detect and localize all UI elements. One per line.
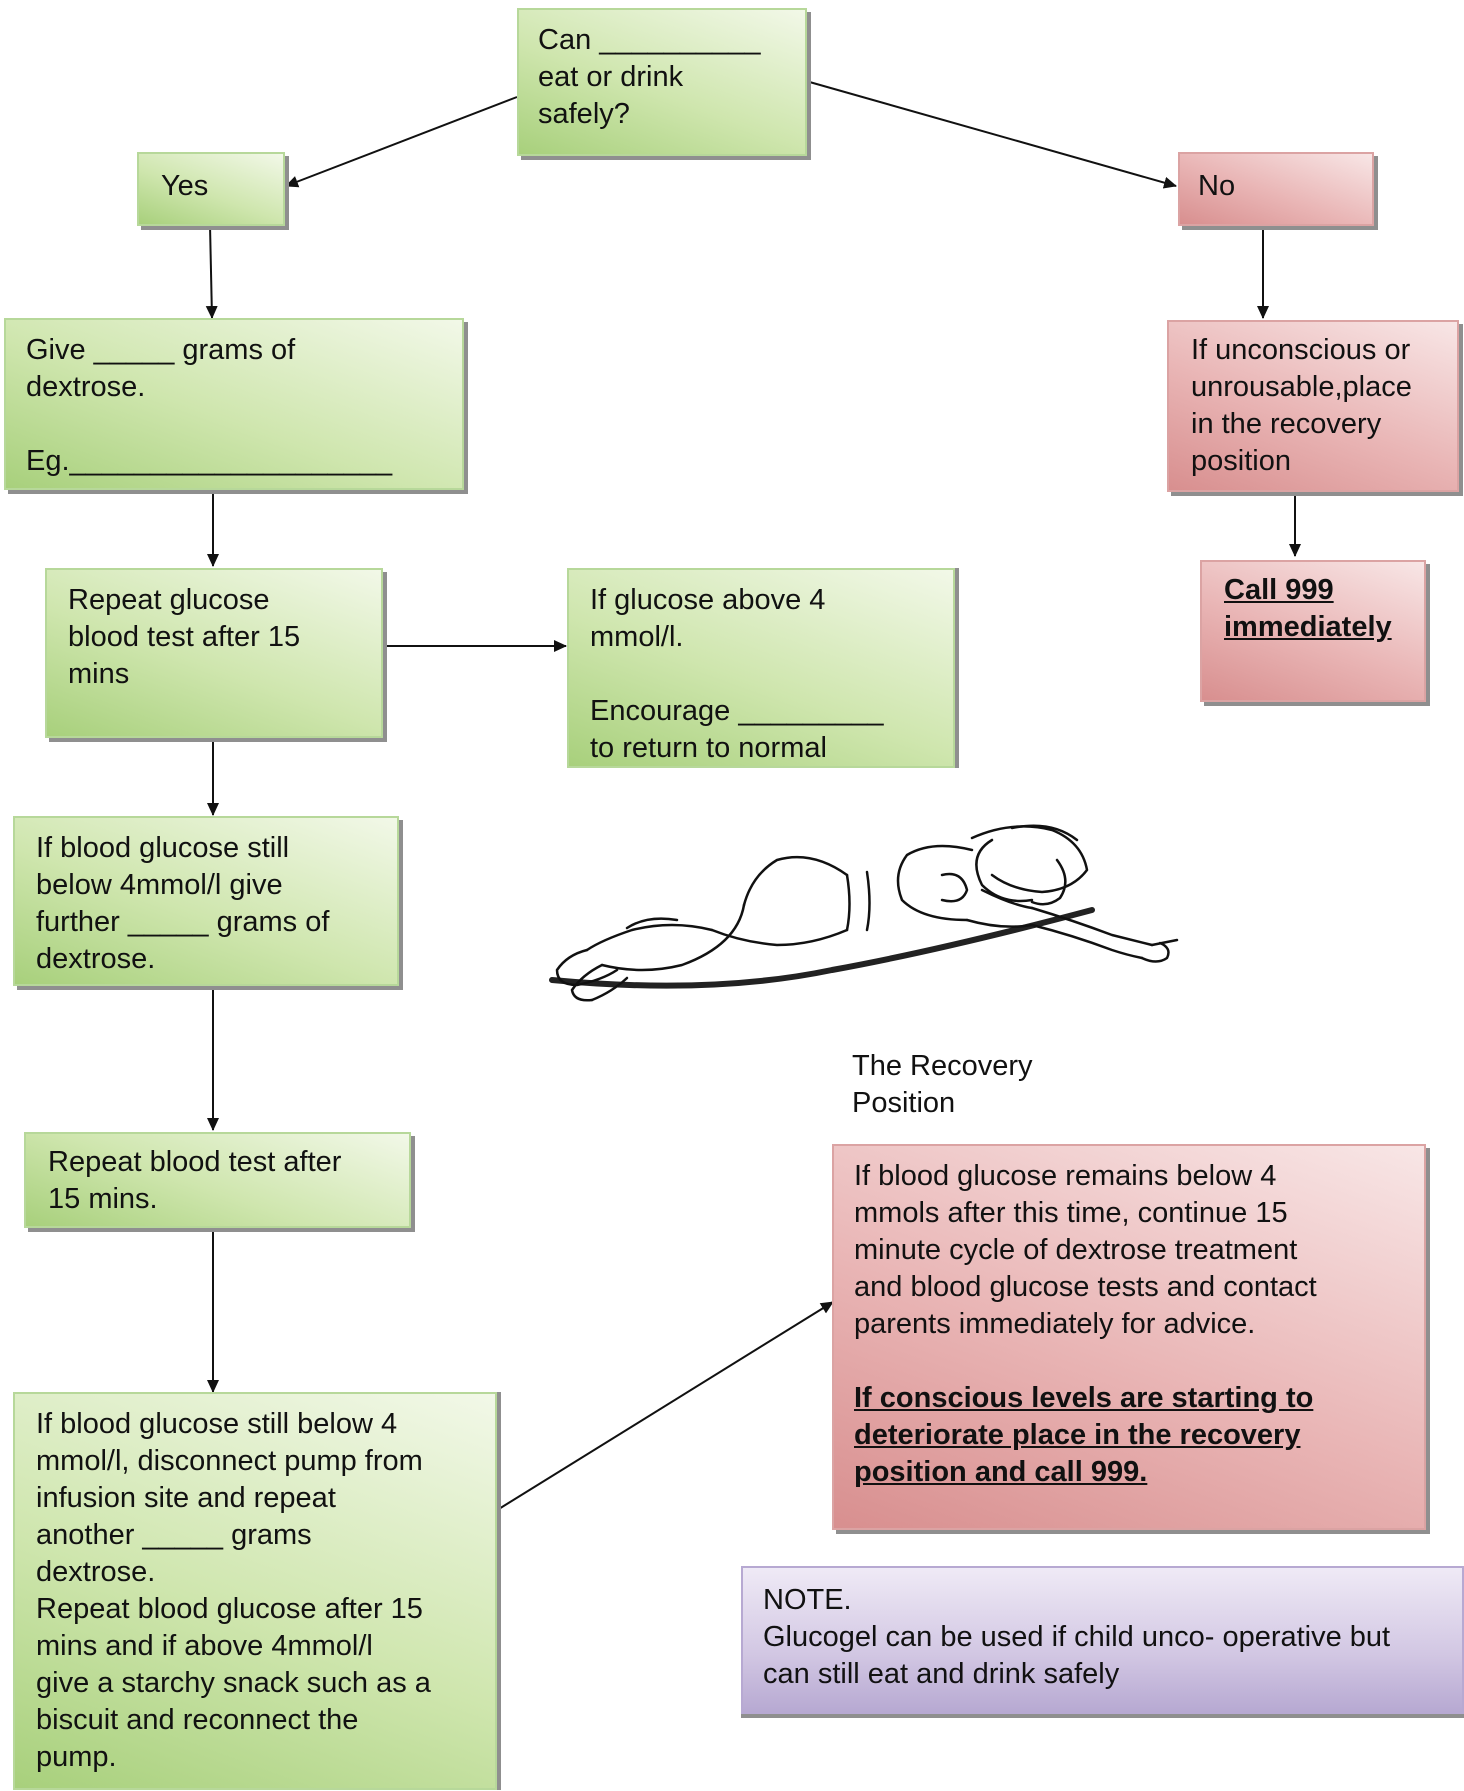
remains-below-4-box: If blood glucose remains below 4 mmols a… — [832, 1144, 1426, 1530]
give-line-1: Give _____ grams of — [26, 334, 296, 366]
repeat-blood-test-box: Repeat blood test after 15 mins. — [24, 1132, 411, 1228]
remains-warning-3: position and call 999. — [854, 1456, 1148, 1488]
note-line-2: Glucogel can be used if child unco- oper… — [763, 1621, 1391, 1653]
repeat2-line-1: Repeat blood test after — [48, 1146, 342, 1178]
start-line-3: safely? — [538, 98, 630, 130]
unconscious-line-3: in the recovery — [1191, 408, 1382, 440]
start-line-1: Can __________ — [538, 24, 761, 56]
remains-line-4: and blood glucose tests and contact — [854, 1271, 1317, 1303]
recovery-caption-line-2: Position — [852, 1087, 956, 1119]
arrow-yes-to-give — [205, 224, 218, 319]
glucose-above-4-box: If glucose above 4 mmol/l. Encourage ___… — [567, 568, 955, 768]
below4-line-2: below 4mmol/l give — [36, 869, 283, 901]
repeat-glucose-test-box: Repeat glucose blood test after 15 mins — [45, 568, 383, 738]
disconnect-line-6: Repeat blood glucose after 15 — [36, 1593, 423, 1625]
disconnect-line-3: infusion site and repeat — [36, 1482, 336, 1514]
unconscious-line-1: If unconscious or — [1191, 334, 1411, 366]
remains-line-1: If blood glucose remains below 4 — [854, 1160, 1277, 1192]
arrow-disconnect-to-remains — [493, 1301, 834, 1513]
above4-line-1: If glucose above 4 — [590, 584, 826, 616]
note-box: NOTE. Glucogel can be used if child unco… — [741, 1566, 1464, 1714]
call999-line-1: Call 999 — [1224, 574, 1334, 606]
remains-line-2: mmols after this time, continue 15 — [854, 1197, 1288, 1229]
disconnect-line-5: dextrose. — [36, 1556, 156, 1588]
disconnect-line-8: give a starchy snack such as a — [36, 1667, 431, 1699]
no-box: No — [1178, 152, 1374, 226]
unconscious-line-2: unrousable,place — [1191, 371, 1412, 403]
recovery-position-illustration — [549, 824, 1179, 1002]
yes-box: Yes — [137, 152, 285, 226]
arrow-start-to-no — [805, 80, 1177, 189]
remains-warning-2: deteriorate place in the recovery — [854, 1419, 1301, 1451]
remains-warning-1: If conscious levels are starting to — [854, 1382, 1314, 1414]
arrow-start-to-yes — [285, 96, 518, 188]
above4-encourage-2: to return to normal — [590, 732, 827, 764]
repeat1-line-1: Repeat glucose — [68, 584, 270, 616]
above4-encourage-1: Encourage _________ — [590, 695, 884, 727]
give-line-3: Eg.____________________ — [26, 445, 393, 477]
no-label: No — [1198, 170, 1236, 202]
recovery-position-caption: The Recovery Position — [852, 1048, 1033, 1122]
give-dextrose-box: Give _____ grams of dextrose. Eg._______… — [4, 318, 464, 490]
yes-label: Yes — [161, 170, 209, 202]
disconnect-pump-box: If blood glucose still below 4 mmol/l, d… — [13, 1392, 497, 1790]
call999-line-2: immediately — [1224, 611, 1392, 643]
below4-line-4: dextrose. — [36, 943, 156, 975]
below-4-further-dextrose-box: If blood glucose still below 4mmol/l giv… — [13, 816, 399, 986]
unconscious-line-4: position — [1191, 445, 1291, 477]
give-line-2: dextrose. — [26, 371, 146, 403]
disconnect-line-1: If blood glucose still below 4 — [36, 1408, 398, 1440]
start-line-2: eat or drink — [538, 61, 684, 93]
above4-line-2: mmol/l. — [590, 621, 684, 653]
repeat2-line-2: 15 mins. — [48, 1183, 158, 1215]
repeat1-line-2: blood test after 15 — [68, 621, 301, 653]
disconnect-line-9: biscuit and reconnect the — [36, 1704, 359, 1736]
note-line-3: can still eat and drink safely — [763, 1658, 1120, 1690]
below4-line-3: further _____ grams of — [36, 906, 330, 938]
note-line-1: NOTE. — [763, 1584, 852, 1616]
remains-line-5: parents immediately for advice. — [854, 1308, 1256, 1340]
repeat1-line-3: mins — [68, 658, 130, 690]
unconscious-box: If unconscious or unrousable,place in th… — [1167, 320, 1459, 492]
start-question-box: Can __________ eat or drink safely? — [517, 8, 807, 156]
call-999-box: Call 999 immediately — [1200, 560, 1426, 702]
recovery-caption-line-1: The Recovery — [852, 1050, 1033, 1082]
disconnect-line-4: another _____ grams — [36, 1519, 312, 1551]
disconnect-line-2: mmol/l, disconnect pump from — [36, 1445, 423, 1477]
below4-line-1: If blood glucose still — [36, 832, 290, 864]
remains-line-3: minute cycle of dextrose treatment — [854, 1234, 1298, 1266]
disconnect-line-7: mins and if above 4mmol/l — [36, 1630, 373, 1662]
disconnect-line-10: pump. — [36, 1741, 117, 1773]
